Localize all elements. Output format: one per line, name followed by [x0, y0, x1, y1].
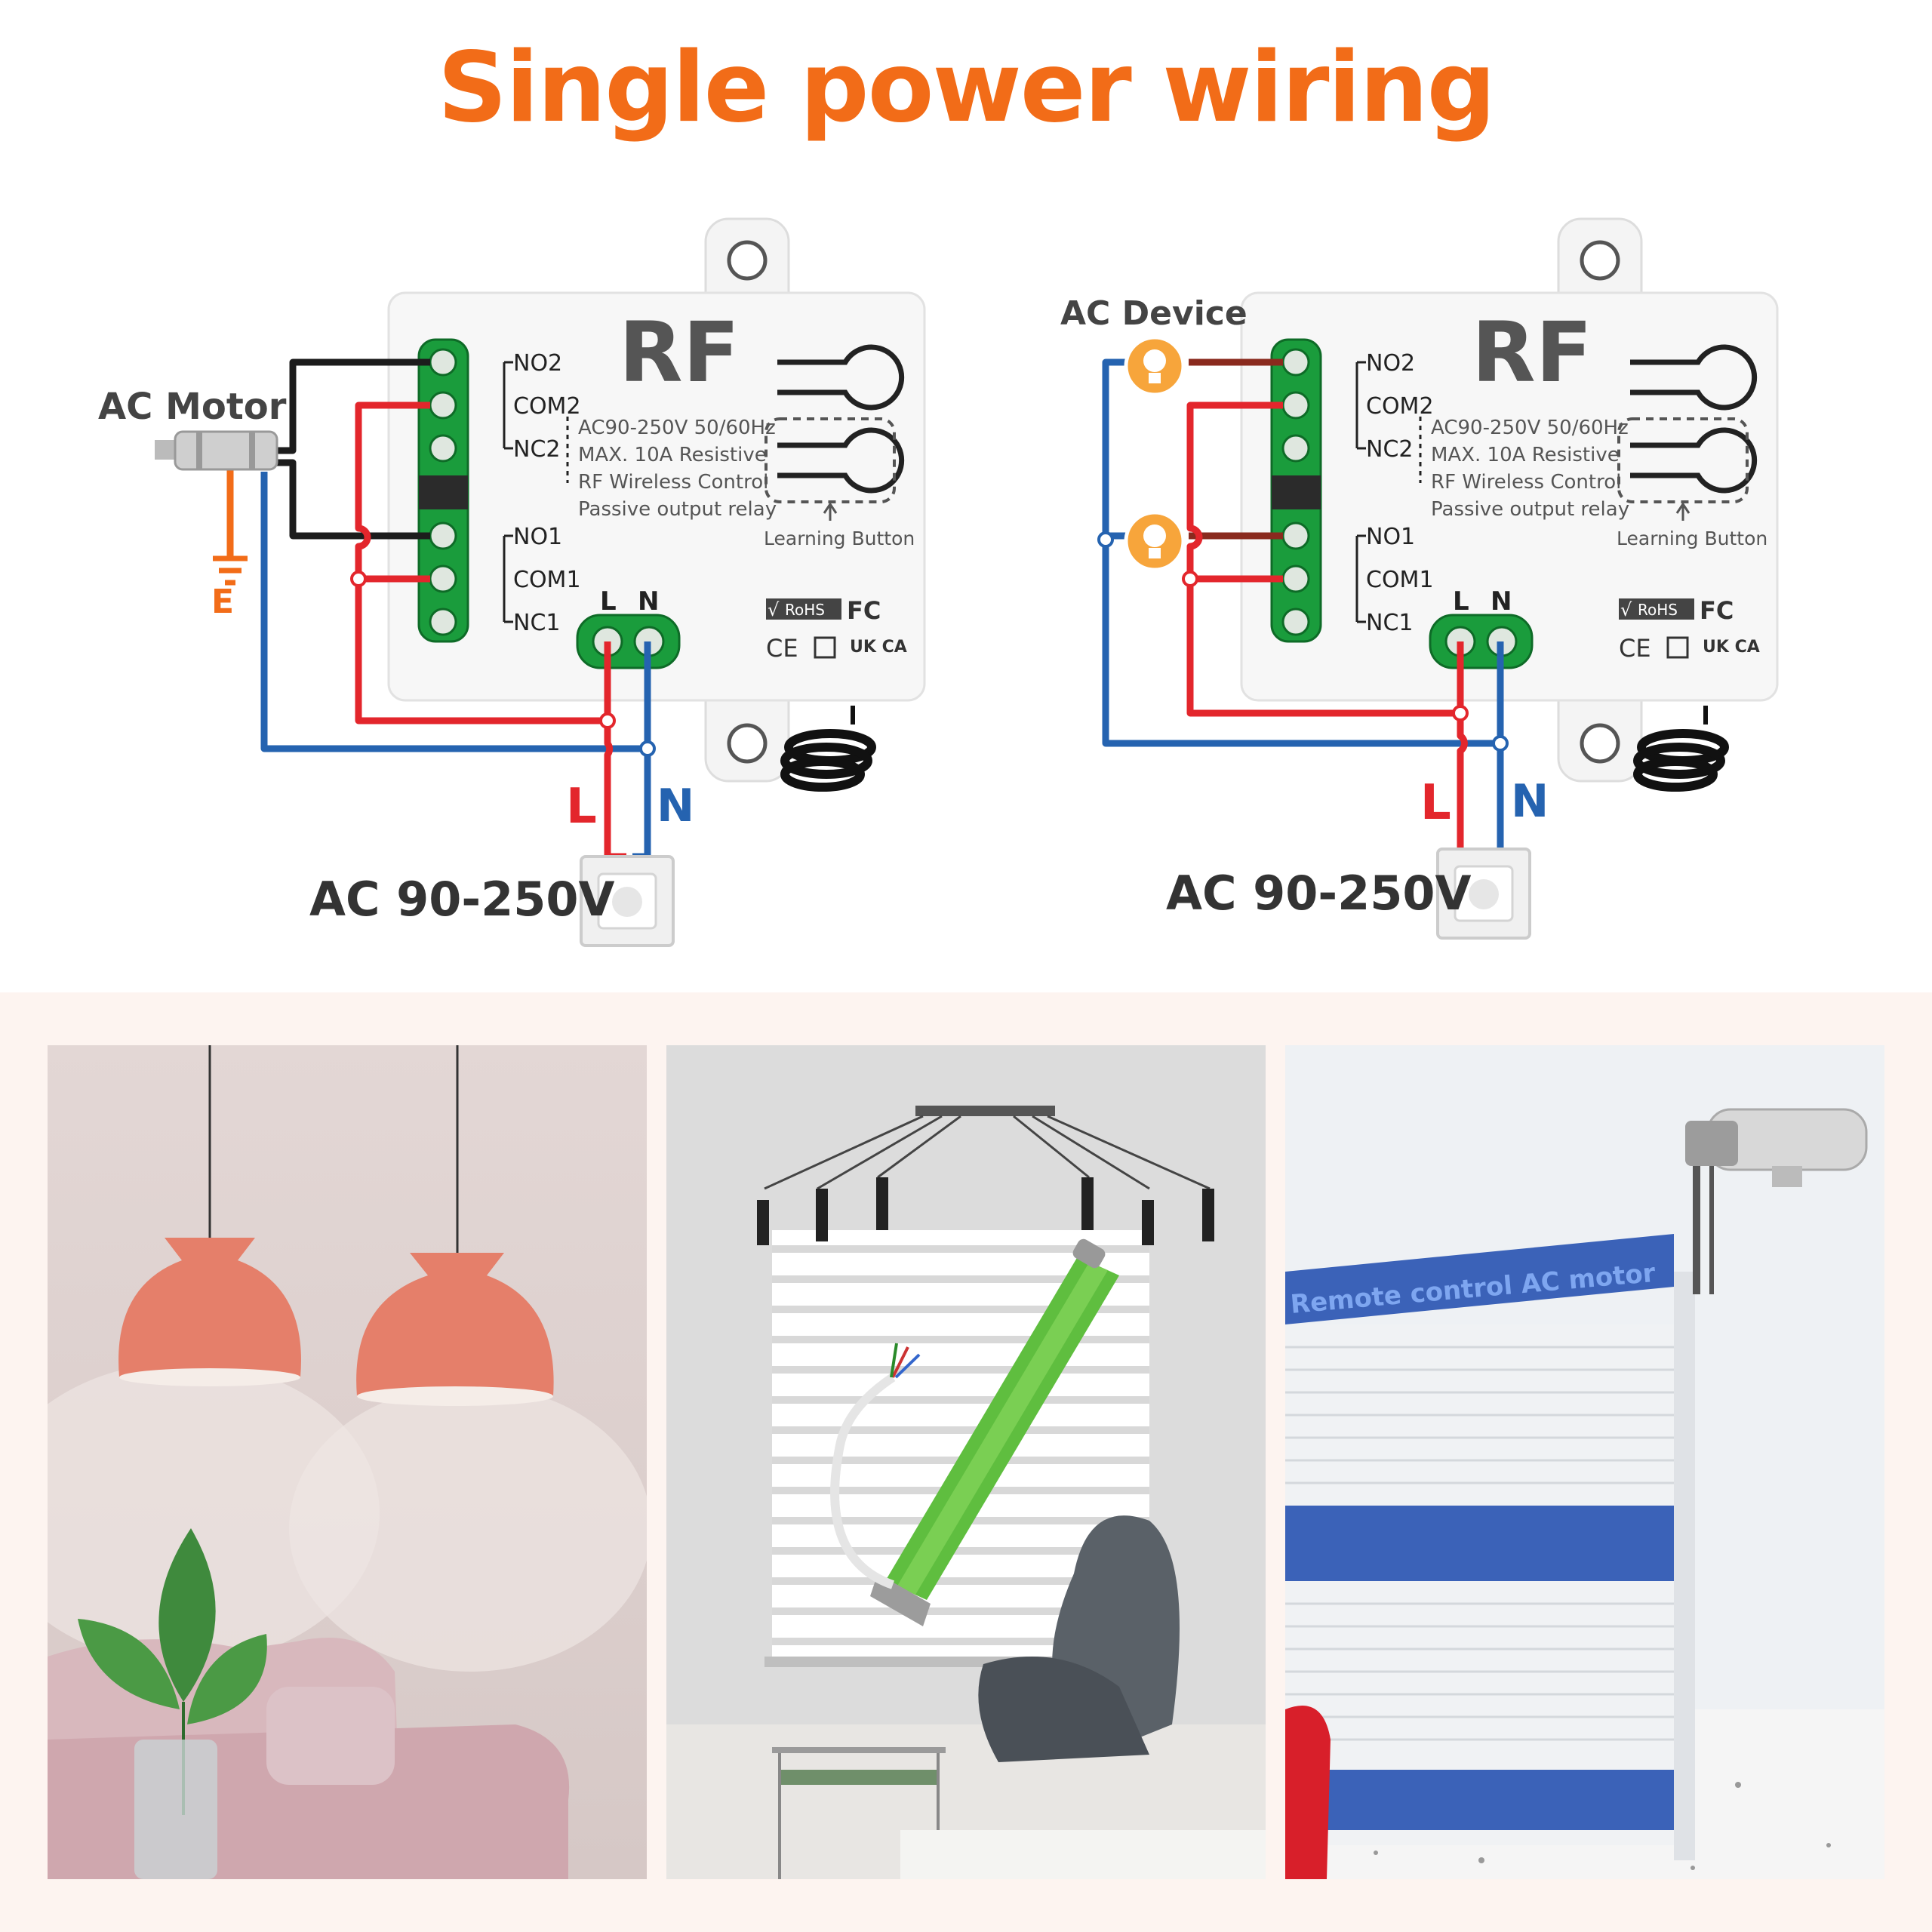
cert-ce: CE	[1619, 634, 1651, 663]
relay-module: NO2 COM2 NC2 NO1 COM1 NC1 RF AC90-250V 5…	[1240, 217, 1779, 792]
button-glyph-top	[1630, 344, 1758, 411]
spec-line-3: RF Wireless Control	[1431, 471, 1621, 494]
line-label: L	[566, 779, 597, 835]
brand-label: RF	[1472, 304, 1592, 401]
learning-button-label: Learning Button	[1617, 528, 1767, 549]
power-terminal-n: N	[1491, 586, 1512, 617]
ground-icon	[213, 555, 248, 586]
wires	[226, 358, 651, 860]
spec-line-4: Passive output relay	[578, 498, 777, 521]
cert-marks: RoHS √ FC CE UK CA	[766, 596, 907, 663]
photo-garage-shutter: Remote control AC motor	[1285, 1045, 1884, 1879]
antenna-coil	[780, 706, 876, 792]
device-label: AC Device	[1060, 294, 1247, 333]
pendant-lamp-icon	[118, 1238, 301, 1386]
plant-icon	[78, 1528, 267, 1815]
cert-ukca: UK CA	[850, 638, 907, 657]
wires	[1102, 358, 1504, 857]
photo-pendant-lamps	[48, 1045, 647, 1879]
learning-button-glyph[interactable]	[777, 427, 905, 494]
learning-button-label: Learning Button	[764, 528, 915, 549]
ac-motor	[155, 430, 278, 471]
terminal-com2: COM2	[513, 393, 581, 420]
cert-rohs: RoHS	[1638, 601, 1678, 619]
cert-rohs: RoHS	[785, 601, 825, 619]
cert-fc: FC	[847, 596, 881, 625]
terminal-no2: NO2	[1366, 350, 1415, 377]
power-terminal-l: L	[1453, 586, 1469, 617]
cert-ukca: UK CA	[1703, 638, 1760, 657]
supply-label: AC 90-250V	[309, 872, 615, 927]
terminal-com1: COM1	[513, 567, 581, 593]
terminal-no1: NO1	[1366, 524, 1415, 550]
cert-fc: FC	[1700, 596, 1734, 625]
power-terminal-l: L	[600, 586, 617, 617]
svg-text:√: √	[768, 599, 780, 620]
bulb-icon	[1124, 335, 1186, 397]
spec-line-1: AC90-250V 50/60Hz	[578, 417, 776, 439]
antenna-coil	[1633, 706, 1729, 792]
photo-tubular-blind-motor	[666, 1045, 1266, 1879]
cert-marks: RoHS √ FC CE UK CA	[1619, 596, 1760, 663]
cert-ce: CE	[766, 634, 798, 663]
spec-line-2: MAX. 10A Resistive	[1431, 444, 1620, 466]
terminal-nc2: NC2	[1366, 436, 1413, 463]
spec-line-2: MAX. 10A Resistive	[578, 444, 767, 466]
terminal-nc1: NC1	[1366, 610, 1413, 636]
power-terminal-n: N	[638, 586, 659, 617]
learning-button-glyph[interactable]	[1630, 427, 1758, 494]
ground-label: E	[211, 583, 234, 621]
relay-module: NO2 COM2 NC2 NO1 COM1 NC1 RF AC90-250V 5…	[387, 217, 926, 792]
terminal-no2: NO2	[513, 350, 562, 377]
page-title: Single power wiring	[437, 32, 1496, 144]
button-glyph-top	[777, 344, 905, 411]
terminal-nc1: NC1	[513, 610, 560, 636]
device-label: AC Motor	[98, 386, 287, 428]
wiring-diagram-left: NO2 COM2 NC2 NO1 COM1 NC1 RF AC90-250V 5…	[98, 217, 926, 947]
supply-label: AC 90-250V	[1166, 866, 1472, 921]
svg-text:√: √	[1620, 599, 1632, 620]
spec-line-3: RF Wireless Control	[578, 471, 768, 494]
lounge-chair	[978, 1515, 1180, 1762]
bulb-icon	[1124, 510, 1186, 572]
spec-line-4: Passive output relay	[1431, 498, 1629, 521]
terminal-nc2: NC2	[513, 436, 560, 463]
spec-line-1: AC90-250V 50/60Hz	[1431, 417, 1629, 439]
wall-socket-icon	[580, 855, 675, 947]
neutral-label: N	[1511, 775, 1549, 828]
pendant-lamp-icon	[356, 1253, 554, 1406]
neutral-label: N	[657, 780, 694, 832]
terminal-com2: COM2	[1366, 393, 1434, 420]
terminal-com1: COM1	[1366, 567, 1434, 593]
wall-socket-icon	[1436, 848, 1531, 940]
brand-label: RF	[619, 304, 740, 401]
garage-motor-icon	[1685, 1108, 1868, 1294]
terminal-no1: NO1	[513, 524, 562, 550]
wiring-diagram-right: NO2 COM2 NC2 NO1 COM1 NC1 RF AC90-250V 5…	[1060, 217, 1779, 940]
tubular-motor-icon	[830, 1238, 1119, 1626]
line-label: L	[1420, 775, 1451, 831]
